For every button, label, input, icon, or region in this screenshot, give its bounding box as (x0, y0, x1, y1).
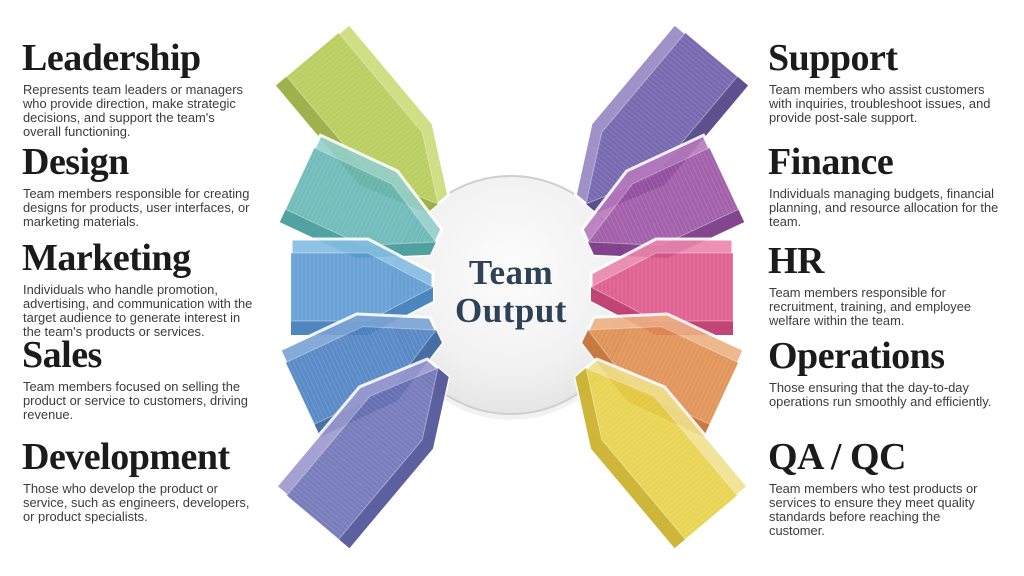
arrow-hr (589, 237, 735, 337)
section-design: Design Team members responsible for crea… (22, 140, 298, 229)
arrow-qa-qc (573, 357, 750, 550)
section-hr: HR Team members responsible for recruitm… (768, 239, 1020, 328)
arrow-marketing (289, 237, 435, 337)
section-qa-qc: QA / QC Team members who test products o… (768, 435, 1020, 538)
heading-hr: HR (768, 240, 825, 282)
section-support: Support Team members who assist customer… (768, 36, 1020, 125)
section-finance: Finance Individuals managing budgets, fi… (768, 140, 1020, 229)
description-support: Team members who assist customers with i… (769, 82, 991, 125)
section-leadership: Leadership Represents team leaders or ma… (22, 36, 298, 139)
description-operations: Those ensuring that the day-to-day opera… (769, 380, 992, 409)
section-development: Development Those who develop the produc… (22, 435, 298, 524)
arrow-development (274, 357, 451, 550)
heading-qa-qc: QA / QC (768, 436, 906, 478)
description-development: Those who develop the product or service… (23, 481, 250, 524)
description-finance: Individuals managing budgets, financial … (769, 186, 999, 229)
description-design: Team members responsible for creating de… (23, 186, 250, 229)
arrow-finance (580, 133, 746, 260)
description-qa-qc: Team members who test products or servic… (769, 481, 978, 538)
section-sales: Sales Team members focused on selling th… (22, 333, 298, 422)
arrow-design (278, 133, 444, 260)
heading-operations: Operations (768, 335, 945, 377)
center-title-line1: Team (469, 253, 553, 292)
section-marketing: Marketing Individuals who handle promoti… (22, 236, 298, 339)
heading-support: Support (768, 37, 898, 79)
description-sales: Team members focused on selling the prod… (23, 379, 248, 422)
heading-development: Development (22, 436, 230, 478)
description-hr: Team members responsible for recruitment… (769, 285, 972, 328)
description-leadership: Represents team leaders or managers who … (23, 82, 243, 139)
center-title-line2: Output (455, 291, 567, 330)
heading-design: Design (22, 141, 129, 183)
arrow-leadership (274, 22, 451, 215)
heading-finance: Finance (768, 141, 894, 183)
heading-sales: Sales (22, 334, 102, 376)
heading-marketing: Marketing (22, 237, 191, 279)
heading-leadership: Leadership (22, 37, 201, 79)
description-marketing: Individuals who handle promotion, advert… (23, 282, 253, 339)
section-operations: Operations Those ensuring that the day-t… (768, 334, 1020, 409)
